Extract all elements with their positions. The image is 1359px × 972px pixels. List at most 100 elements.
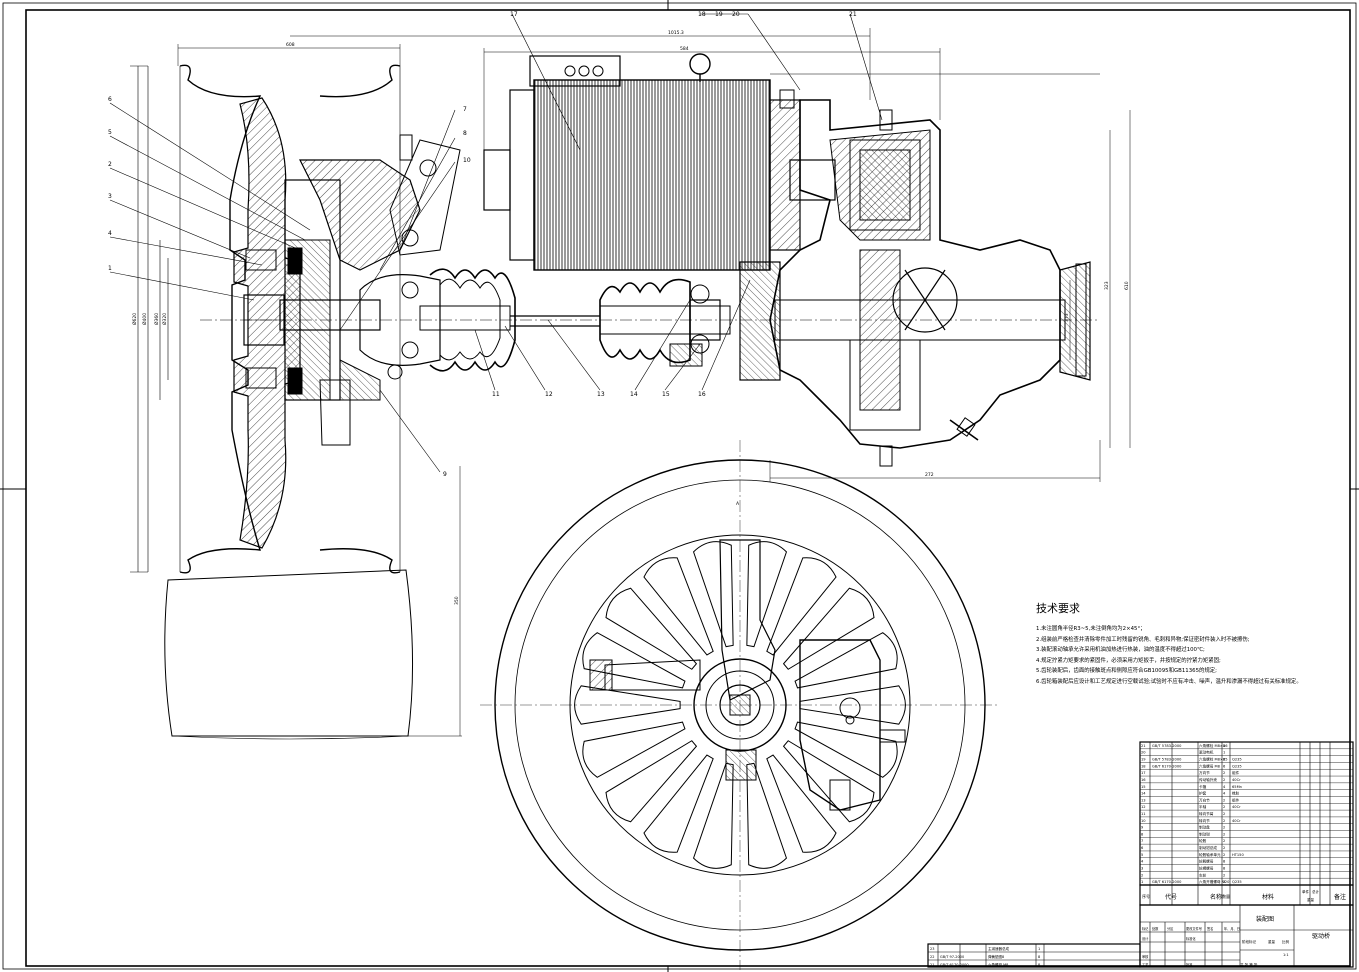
- lb-qty: 8: [1038, 955, 1040, 959]
- row-no: 8: [1141, 832, 1144, 836]
- row-no: 21: [1141, 744, 1146, 748]
- row-name: 轮辋螺母: [1199, 865, 1214, 870]
- row-qty: 8: [1223, 866, 1226, 870]
- row-code: GB/T 5783-2000: [1152, 744, 1182, 748]
- tb-signature: 签名: [1207, 926, 1213, 931]
- row-no: 2: [1141, 873, 1143, 877]
- row-name: 六角螺栓 M8×16: [1199, 743, 1228, 748]
- disc-slot: [746, 762, 788, 869]
- row-qty: 2: [1223, 839, 1225, 843]
- row-code: GB/T 6170-2000: [1152, 764, 1182, 768]
- row-name: 护套: [1199, 791, 1207, 796]
- callout-1: 1: [108, 265, 112, 272]
- row-no: 10: [1141, 819, 1146, 823]
- row-no: 19: [1141, 758, 1146, 762]
- lb-code: GB/T 6170-2000: [940, 963, 969, 967]
- header-no: 序号: [1142, 893, 1150, 899]
- row-qty: 8: [1223, 860, 1226, 864]
- row-name: 轮毂轴承单元: [1199, 852, 1221, 857]
- row-name: 半轴: [1199, 804, 1207, 809]
- row-material: 橡胶: [1232, 791, 1240, 796]
- tb-mark: 标记: [1142, 926, 1149, 931]
- tech-item: 5.齿轮装配后，齿面的接触斑点和侧隙应符合GB10095和GB11365的规定;: [1036, 668, 1217, 675]
- tech-item: 1.未注圆角半径R3~5,未注倒角均为2×45°；: [1036, 626, 1146, 632]
- drawing-type: 装配图: [1256, 915, 1274, 923]
- row-qty: 4: [1223, 785, 1226, 789]
- callout-14: 14: [630, 391, 638, 398]
- dimension-labels: 608 1015.3 584 272 323 610 373 Ø620 Ø400…: [131, 30, 1130, 605]
- row-qty: 2: [1223, 819, 1225, 823]
- row-name: 制动钳: [1199, 831, 1210, 836]
- tb-standard: 标准化: [1186, 936, 1196, 941]
- row-qty: 4: [1223, 792, 1226, 796]
- row-no: 11: [1141, 812, 1146, 816]
- callout-3: 3: [108, 193, 112, 200]
- tech-item: 4.规定拧紧力矩要求的紧固件，必须采用力矩扳手，并按规定的拧紧力矩紧固;: [1036, 657, 1221, 664]
- lb-name: 主减速器总成: [988, 946, 1009, 951]
- row-material: Q235: [1232, 880, 1242, 884]
- row-material: 40Cr: [1232, 805, 1241, 809]
- row-name: 制动钳总成: [1199, 845, 1217, 850]
- row-material: Q235: [1232, 764, 1242, 768]
- row-name: 六角螺栓 M8×25: [1199, 757, 1228, 762]
- callout-7: 7: [463, 106, 467, 113]
- callout-13: 13: [597, 391, 605, 398]
- row-qty: 2: [1223, 846, 1225, 850]
- row-qty: 2: [1223, 778, 1225, 782]
- tech-item: 3.装配滚动轴承允许采用机油加热进行热装，油的温度不得超过100℃;: [1036, 647, 1205, 654]
- row-name: 六角螺母 M8: [1199, 763, 1221, 768]
- row-name: 驱动电机: [1199, 750, 1214, 755]
- row-name: 转向节臂: [1199, 811, 1214, 816]
- lb-no: 23: [930, 947, 934, 951]
- tech-item: 6.齿轮箱装配后应设计和工艺规定进行空载试验;试验时不应有冲击、噪声，温升和渗漏…: [1036, 678, 1302, 685]
- drawing-title: 驱动桥: [1312, 932, 1330, 940]
- dim-tire-4: Ø320: [161, 313, 168, 325]
- disc-slot: [643, 754, 714, 853]
- lb-qty: 1: [1038, 947, 1040, 951]
- row-no: 15: [1141, 785, 1146, 789]
- row-qty: 2: [1223, 826, 1225, 830]
- row-material: 组件: [1232, 770, 1240, 775]
- tb-sheets: 共 张 第 张: [1240, 962, 1258, 967]
- row-no: 9: [1141, 826, 1144, 830]
- dim-lower: 350: [454, 596, 460, 605]
- tb-checker: 审核: [1142, 954, 1149, 959]
- row-no: 20: [1141, 751, 1146, 755]
- row-name: 轮毂: [1199, 838, 1207, 843]
- row-no: 16: [1141, 778, 1146, 782]
- row-code: GB/T 6170-2000: [1152, 880, 1182, 884]
- tb-designer: 设计: [1142, 936, 1149, 941]
- front-view: [480, 440, 1000, 970]
- row-qty: 6: [1223, 758, 1226, 762]
- disc-slot: [692, 541, 734, 648]
- tb-process: 工艺: [1142, 962, 1148, 967]
- row-no: 5: [1141, 853, 1143, 857]
- technical-requirements: 技术要求 1.未注圆角半径R3~5,未注倒角均为2×45°； 2.组装前严格检查…: [1036, 600, 1336, 688]
- lb-code: GB/T 97-2000: [940, 955, 964, 959]
- callout-18: 18: [698, 11, 706, 18]
- title-block-text: 序号 代号 名称 数量 材料 单件 总计 重量 备注 装配图 驱动桥 阶段标记 …: [1142, 889, 1346, 967]
- dim-right-1: 323: [1104, 281, 1110, 290]
- callout-8: 8: [463, 130, 467, 137]
- row-qty: 2: [1223, 873, 1225, 877]
- disc-slot: [605, 587, 698, 670]
- row-material: 40Cr: [1232, 819, 1241, 823]
- callout-20: 20: [732, 11, 740, 18]
- callout-labels: 6 5 2 3 4 1 7 8 10 9 11 12 13 14 15 16 1…: [108, 11, 857, 478]
- callout-21: 21: [849, 11, 857, 18]
- tb-count: 处数: [1152, 926, 1159, 931]
- dimension-lines: [130, 28, 1131, 737]
- drive-shaft-section: [200, 268, 1100, 372]
- lb-no: 22: [930, 955, 934, 959]
- motor-section: [483, 53, 836, 271]
- callout-15: 15: [662, 391, 670, 398]
- row-code: GB/T 5783-2000: [1152, 758, 1182, 762]
- row-no: 6: [1141, 846, 1144, 850]
- row-no: 3: [1141, 866, 1143, 870]
- header-remark: 备注: [1334, 893, 1346, 901]
- dim-top-3: 584: [680, 46, 689, 52]
- row-material: Q235: [1232, 758, 1242, 762]
